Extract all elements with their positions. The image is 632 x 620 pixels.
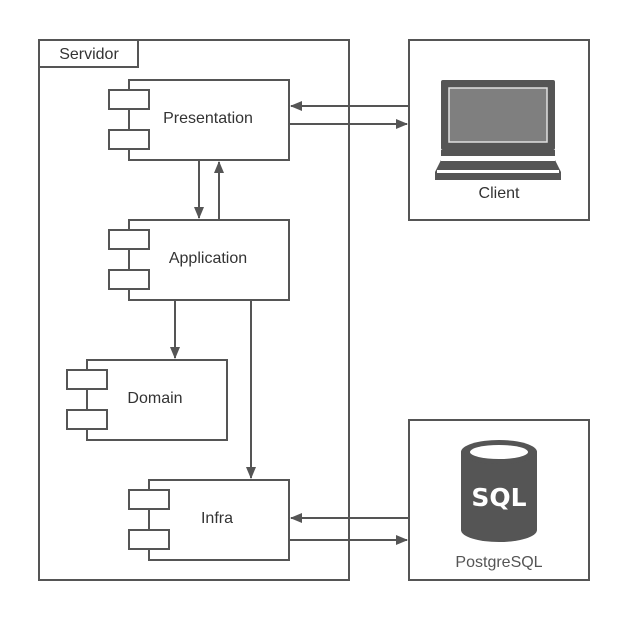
infra-component: Infra: [128, 479, 290, 561]
presentation-component: Presentation: [108, 79, 290, 161]
server-label: Servidor: [59, 46, 119, 63]
presentation-label: Presentation: [163, 110, 253, 127]
infra-label: Infra: [201, 510, 233, 527]
domain-label: Domain: [127, 390, 182, 407]
sql-icon-text: SQL: [471, 483, 526, 512]
database-label: PostgreSQL: [455, 554, 542, 571]
database-icon: SQL: [461, 440, 537, 542]
connectors: [170, 101, 409, 545]
server-frame: Servidor: [38, 39, 350, 581]
client-box: Client: [408, 39, 590, 221]
application-label: Application: [169, 250, 247, 267]
database-box: SQL PostgreSQL: [408, 419, 590, 581]
application-component: Application: [108, 219, 290, 301]
client-label: Client: [479, 185, 520, 202]
domain-component: Domain: [66, 359, 228, 441]
laptop-icon: [435, 80, 561, 180]
